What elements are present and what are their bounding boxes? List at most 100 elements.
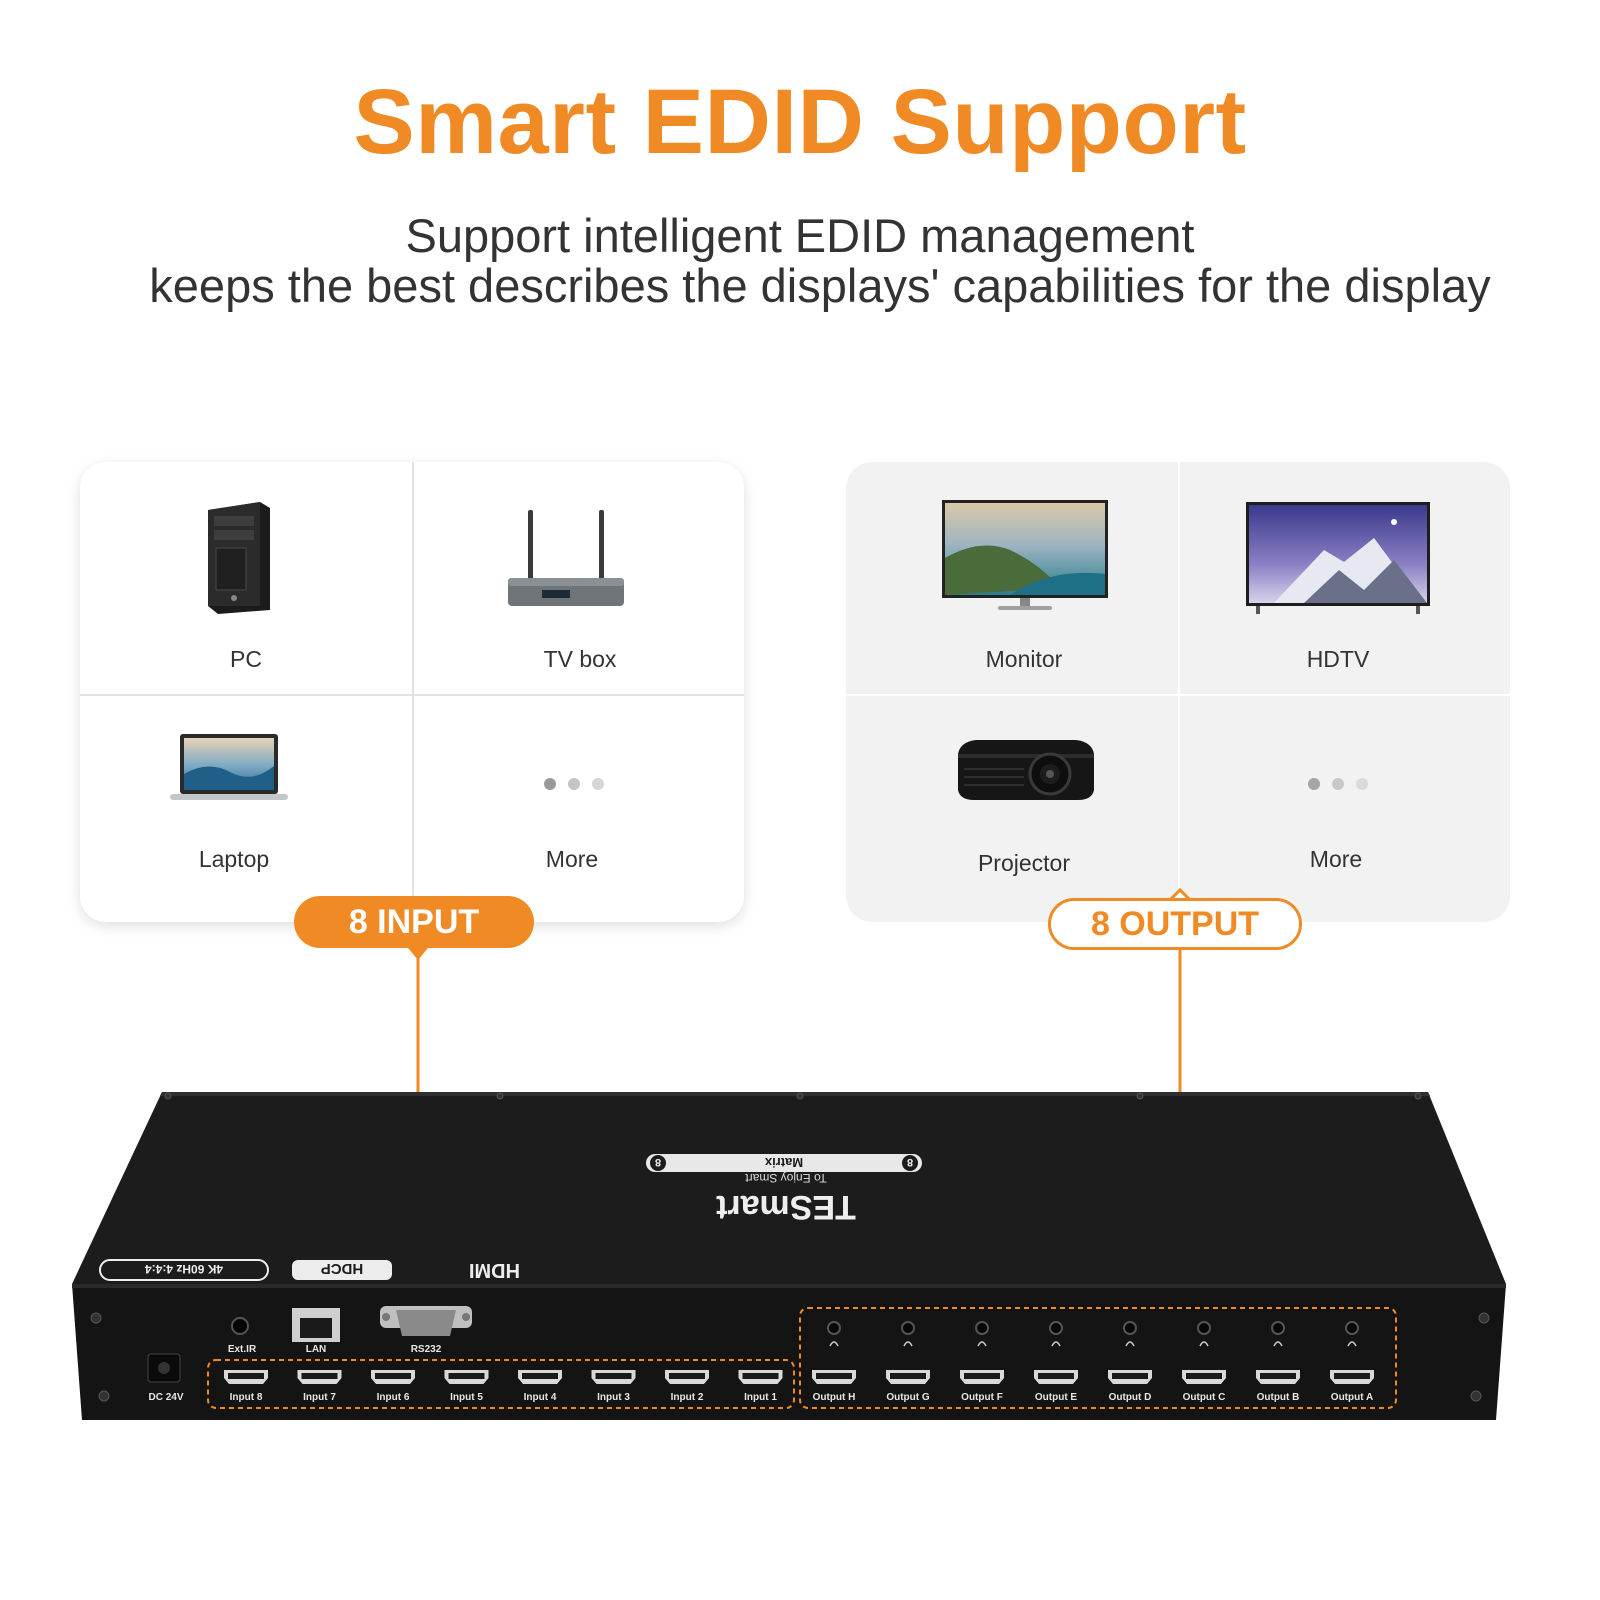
ir-label: Ext.IR (228, 1344, 257, 1355)
lan-label: LAN (306, 1344, 327, 1355)
hdmi-output-port[interactable]: Output F (960, 1321, 1004, 1403)
input-ports-group (207, 1359, 795, 1409)
audio-jack[interactable] (1271, 1321, 1285, 1335)
input-count-badge: 8 INPUT (294, 896, 534, 948)
input-port-label: Input 4 (524, 1392, 557, 1403)
panel-divider (80, 694, 744, 696)
hdmi-input-port[interactable]: Input 3 (591, 1370, 636, 1403)
headphone-icon (829, 1341, 839, 1347)
ext-ir-jack[interactable] (231, 1317, 249, 1335)
source-label: More (545, 846, 599, 872)
input-sources-panel: PC TV box Laptop (80, 462, 744, 922)
headphone-icon (1347, 1341, 1357, 1347)
output-port-label: Output C (1183, 1392, 1226, 1403)
input-port-label: Input 3 (597, 1392, 630, 1403)
headphone-icon (1199, 1341, 1209, 1347)
input-port-label: Input 2 (671, 1392, 704, 1403)
projector-icon (958, 740, 1094, 800)
headphone-icon (903, 1341, 913, 1347)
pc-tower-icon (208, 502, 270, 614)
hdmi-input-port[interactable]: Input 7 (297, 1370, 342, 1403)
rs232-label: RS232 (411, 1344, 442, 1355)
source-card-more: More (414, 696, 746, 926)
rs232-port[interactable] (380, 1306, 472, 1336)
source-card-pc: PC (80, 462, 412, 692)
model-number-left: 8 (907, 1156, 913, 1168)
output-count-badge: 8 OUTPUT (1048, 898, 1302, 950)
hdmi-input-port[interactable]: Input 8 (224, 1370, 268, 1403)
panel-divider (412, 462, 414, 922)
headphone-icon (1125, 1341, 1135, 1347)
spec-badge: 4K 60Hz 4:4:4 (145, 1262, 223, 1276)
input-port-label: Input 8 (230, 1392, 263, 1403)
source-card-tv-box: TV box (414, 462, 746, 692)
source-card-laptop: Laptop (80, 696, 412, 926)
source-label: Laptop (198, 846, 270, 872)
display-label: Monitor (985, 646, 1063, 672)
hdmi-input-port[interactable]: Input 5 (444, 1370, 489, 1403)
audio-jack[interactable] (975, 1321, 989, 1335)
output-port-label: Output H (813, 1392, 856, 1403)
output-ports: Output H Output G Output F Output E Output D… (812, 1321, 1374, 1403)
display-card-monitor: Monitor (846, 462, 1178, 692)
output-port-label: Output F (961, 1392, 1003, 1403)
hdmi-input-port[interactable]: Input 2 (665, 1370, 709, 1403)
brand-block: TESmart To Enjoy Smart 8 8 Matrix (646, 1154, 922, 1226)
device-top (72, 1092, 1506, 1284)
source-label: TV box (543, 646, 617, 672)
hdmi-output-port[interactable]: Output G (886, 1321, 930, 1403)
brand-tagline: To Enjoy Smart (745, 1171, 827, 1185)
headphone-icon (1273, 1341, 1283, 1347)
audio-jack[interactable] (1345, 1321, 1359, 1335)
audio-jack[interactable] (1123, 1321, 1137, 1335)
hdtv-icon (1246, 502, 1430, 614)
brand-name: TESmart (716, 1188, 856, 1226)
audio-jack[interactable] (901, 1321, 915, 1335)
hdmi-output-port[interactable]: Output H (812, 1321, 856, 1403)
hdmi-output-port[interactable]: Output D (1108, 1321, 1152, 1403)
audio-jack[interactable] (827, 1321, 841, 1335)
input-port-label: Input 6 (377, 1392, 410, 1403)
source-label: PC (230, 646, 262, 672)
spec-logos: HDMI HDCP 4K 60Hz 4:4:4 (99, 1259, 520, 1281)
hdmi-input-port[interactable]: Input 1 (738, 1370, 783, 1403)
input-port-label: Input 5 (450, 1392, 483, 1403)
display-label: More (1309, 846, 1363, 872)
headphone-icon (977, 1341, 987, 1347)
hdmi-output-port[interactable]: Output B (1256, 1321, 1300, 1403)
output-port-label: Output D (1109, 1392, 1152, 1403)
headphone-icon (1051, 1341, 1061, 1347)
subtitle-line-2: keeps the best describes the displays' c… (149, 259, 1491, 312)
input-port-label: Input 7 (303, 1392, 336, 1403)
more-dots-icon (1308, 778, 1380, 794)
tv-box-icon (508, 510, 624, 606)
display-card-hdtv: HDTV (1180, 462, 1512, 692)
display-card-projector: Projector (846, 696, 1178, 926)
more-dots-icon (544, 778, 616, 794)
output-port-label: Output E (1035, 1392, 1078, 1403)
input-ports: Input 8 Input 7 Input 6 Input 5 Input 4 Input… (224, 1370, 783, 1403)
display-card-more: More (1180, 696, 1512, 926)
hdmi-input-port[interactable]: Input 4 (518, 1370, 562, 1403)
monitor-icon (942, 500, 1108, 610)
audio-jack[interactable] (1197, 1321, 1211, 1335)
model-number-right: 8 (655, 1156, 661, 1168)
output-port-label: Output B (1257, 1392, 1300, 1403)
hdmi-logo: HDMI (469, 1259, 520, 1281)
input-port-label: Input 1 (744, 1392, 777, 1403)
audio-jack[interactable] (1049, 1321, 1063, 1335)
laptop-icon (170, 734, 288, 800)
hdmi-output-port[interactable]: Output E (1034, 1321, 1078, 1403)
hdmi-input-port[interactable]: Input 6 (371, 1370, 415, 1403)
panel-divider (1178, 462, 1180, 922)
model-name: Matrix (764, 1155, 803, 1170)
output-ports-group (799, 1307, 1397, 1409)
output-port-label: Output A (1331, 1392, 1373, 1403)
display-label: HDTV (1306, 646, 1370, 672)
page-title: Smart EDID Support (353, 71, 1247, 173)
power-label: DC 24V (148, 1392, 183, 1403)
hdmi-output-port[interactable]: Output C (1182, 1321, 1226, 1403)
panel-divider (846, 694, 1510, 696)
hdmi-output-port[interactable]: Output A (1330, 1321, 1374, 1403)
